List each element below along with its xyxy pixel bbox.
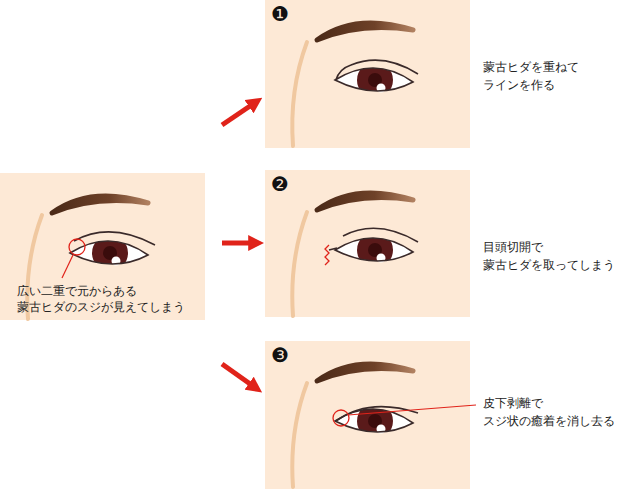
option-panel: ❶ <box>265 0 470 148</box>
option-panel: ❷ <box>265 170 470 317</box>
description-label: 目頭切開で 蒙古ヒダを取ってしまう <box>483 238 615 274</box>
red-arrow <box>222 104 253 125</box>
panel-original <box>0 173 205 320</box>
callout-number: ❷ <box>271 173 289 195</box>
red-arrow <box>222 364 253 386</box>
panel-epicanthoplasty <box>265 170 470 317</box>
description-label: 皮下剥離で スジ状の癒着を消し去る <box>483 394 615 430</box>
illustration-panel: 広い二重で元からある 蒙古ヒダのスジが見えてしまう <box>0 173 205 320</box>
panel-fold-overlap <box>265 0 470 148</box>
red-arrow <box>222 241 253 246</box>
panel-caption: 広い二重で元からある 蒙古ヒダのスジが見えてしまう <box>17 283 185 315</box>
callout-number: ❶ <box>271 3 289 25</box>
description-label: 蒙古ヒダを重ねて ラインを作る <box>483 58 579 94</box>
leader-line <box>348 405 476 415</box>
callout-number: ❸ <box>271 344 289 366</box>
option-panel: ❸ <box>265 341 470 489</box>
panel-dissection <box>265 341 470 489</box>
